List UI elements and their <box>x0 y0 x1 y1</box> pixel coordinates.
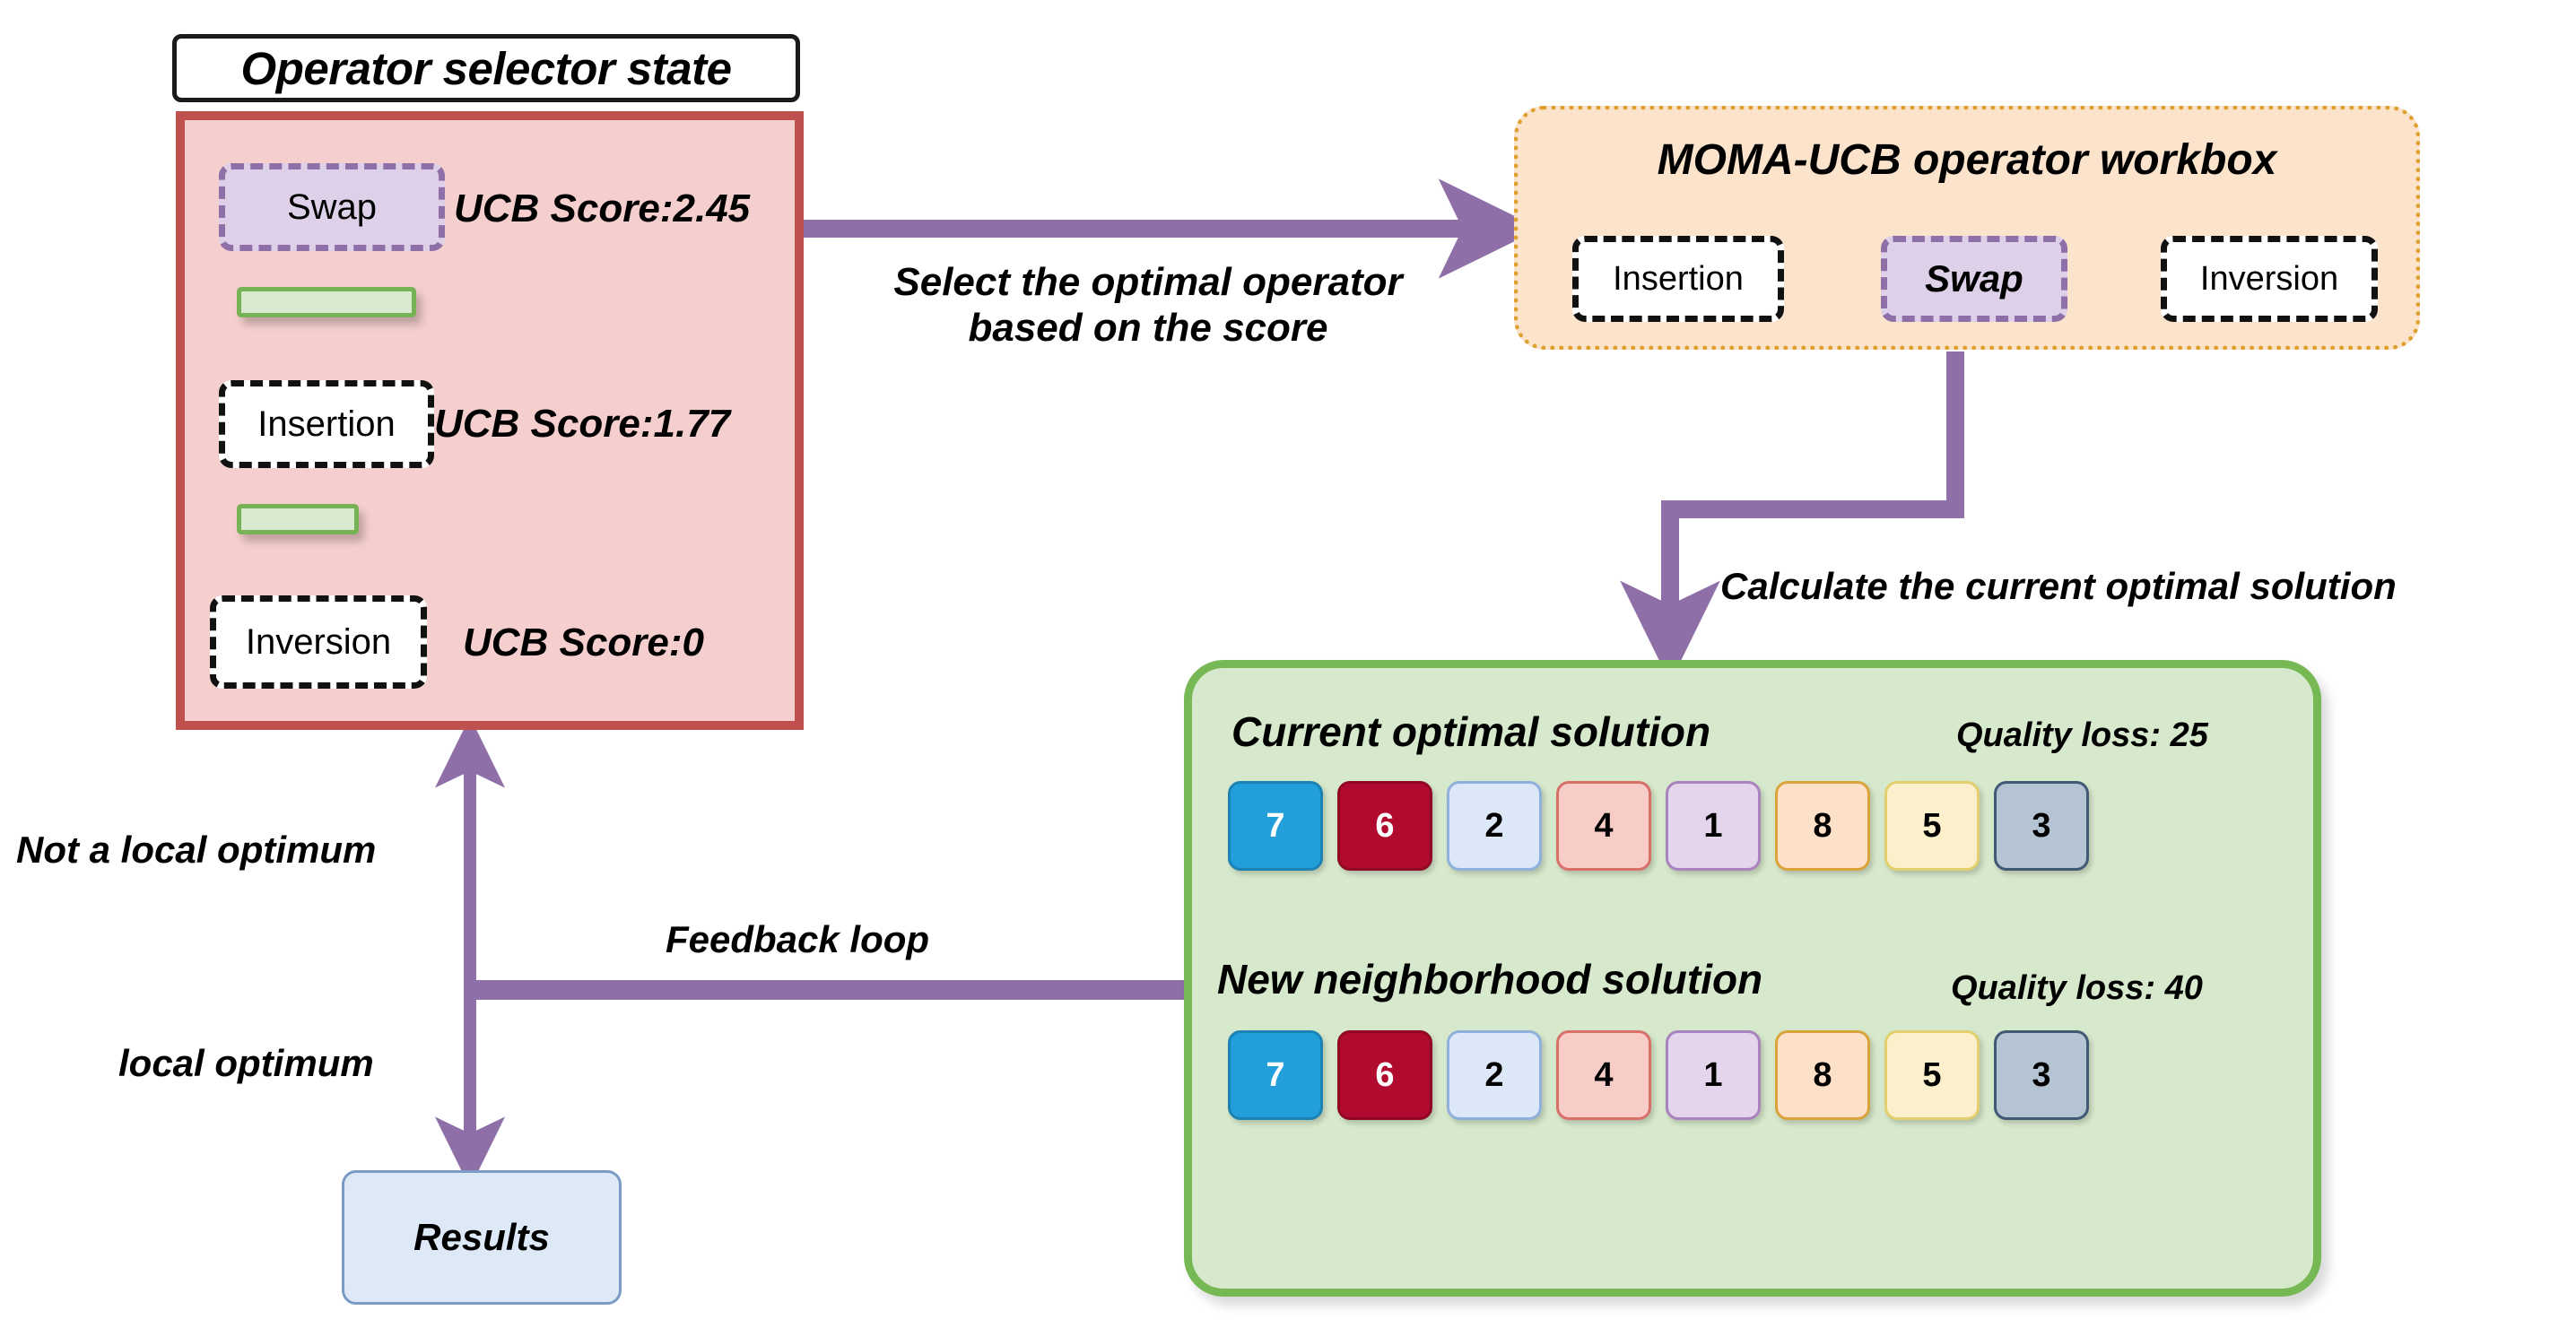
results-box[interactable]: Results <box>342 1170 622 1305</box>
operator-chip-swap-label: Swap <box>286 187 378 227</box>
workbox-title: MOMA-UCB operator workbox <box>1657 136 2277 184</box>
current-solution-quality-loss: Quality loss: 25 <box>1956 716 2208 754</box>
neighborhood-solution-quality-loss: Quality loss: 40 <box>1951 969 2203 1007</box>
workbox-chip-swap-label: Swap <box>1925 257 2023 299</box>
neighborhood-solution-tile: 7 <box>1228 1030 1323 1120</box>
ucb-score-insertion: UCB Score:1.77 <box>434 402 731 446</box>
operator-chip-insertion-label: Insertion <box>257 404 396 444</box>
current-solution-tile: 7 <box>1228 781 1323 871</box>
current-solution-tile: 1 <box>1666 781 1761 871</box>
neighborhood-solution-tile: 6 <box>1337 1030 1432 1120</box>
neighborhood-solution-tile: 1 <box>1666 1030 1761 1120</box>
solution-panel: Current optimal solution Quality loss: 2… <box>1184 660 2321 1297</box>
edge-label-feedback-loop: Feedback loop <box>666 918 930 960</box>
swap-score-bar <box>237 287 416 317</box>
current-solution-tile: 2 <box>1447 781 1542 871</box>
insertion-score-bar <box>237 504 359 534</box>
edge-label-local-optimum: local optimum <box>118 1042 374 1084</box>
operator-chip-insertion[interactable]: Insertion <box>219 380 434 468</box>
neighborhood-solution-tile: 8 <box>1775 1030 1870 1120</box>
results-label: Results <box>413 1216 550 1258</box>
edge-label-calculate-solution: Calculate the current optimal solution <box>1720 565 2397 607</box>
neighborhood-solution-tile: 3 <box>1994 1030 2089 1120</box>
workbox-chip-swap[interactable]: Swap <box>1881 236 2067 322</box>
workbox-chip-insertion[interactable]: Insertion <box>1572 236 1784 322</box>
ucb-score-swap: UCB Score:2.45 <box>454 187 751 230</box>
moma-ucb-operator-workbox: MOMA-UCB operator workbox Insertion Swap… <box>1514 106 2420 350</box>
edge-label-not-local-optimum: Not a local optimum <box>16 829 377 871</box>
neighborhood-solution-tile: 2 <box>1447 1030 1542 1120</box>
workbox-chip-inversion-label: Inversion <box>2199 259 2339 298</box>
operator-selector-title-text: Operator selector state <box>240 42 732 94</box>
operator-selector-panel: Swap UCB Score:2.45 Insertion UCB Score:… <box>176 111 804 730</box>
operator-chip-inversion-label: Inversion <box>245 621 392 662</box>
neighborhood-solution-heading: New neighborhood solution <box>1217 956 1763 1003</box>
edge-label-select-operator-line1: Select the optimal operator <box>893 260 1403 304</box>
current-solution-tile: 4 <box>1556 781 1651 871</box>
neighborhood-solution-tile: 4 <box>1556 1030 1651 1120</box>
ucb-score-inversion: UCB Score:0 <box>463 621 704 664</box>
workbox-chip-insertion-label: Insertion <box>1613 259 1744 298</box>
neighborhood-solution-tile: 5 <box>1884 1030 1980 1120</box>
operator-chip-swap[interactable]: Swap <box>219 163 445 251</box>
edge-label-select-operator: Select the optimal operator based on the… <box>816 260 1480 351</box>
workbox-chip-inversion[interactable]: Inversion <box>2161 236 2378 322</box>
edge-label-select-operator-line2: based on the score <box>968 305 1328 350</box>
operator-selector-title: Operator selector state <box>172 34 800 102</box>
current-solution-tile: 8 <box>1775 781 1870 871</box>
current-solution-tile: 6 <box>1337 781 1432 871</box>
current-solution-heading: Current optimal solution <box>1231 708 1711 755</box>
current-solution-tile: 3 <box>1994 781 2089 871</box>
current-solution-tile: 5 <box>1884 781 1980 871</box>
operator-chip-inversion[interactable]: Inversion <box>210 595 427 689</box>
